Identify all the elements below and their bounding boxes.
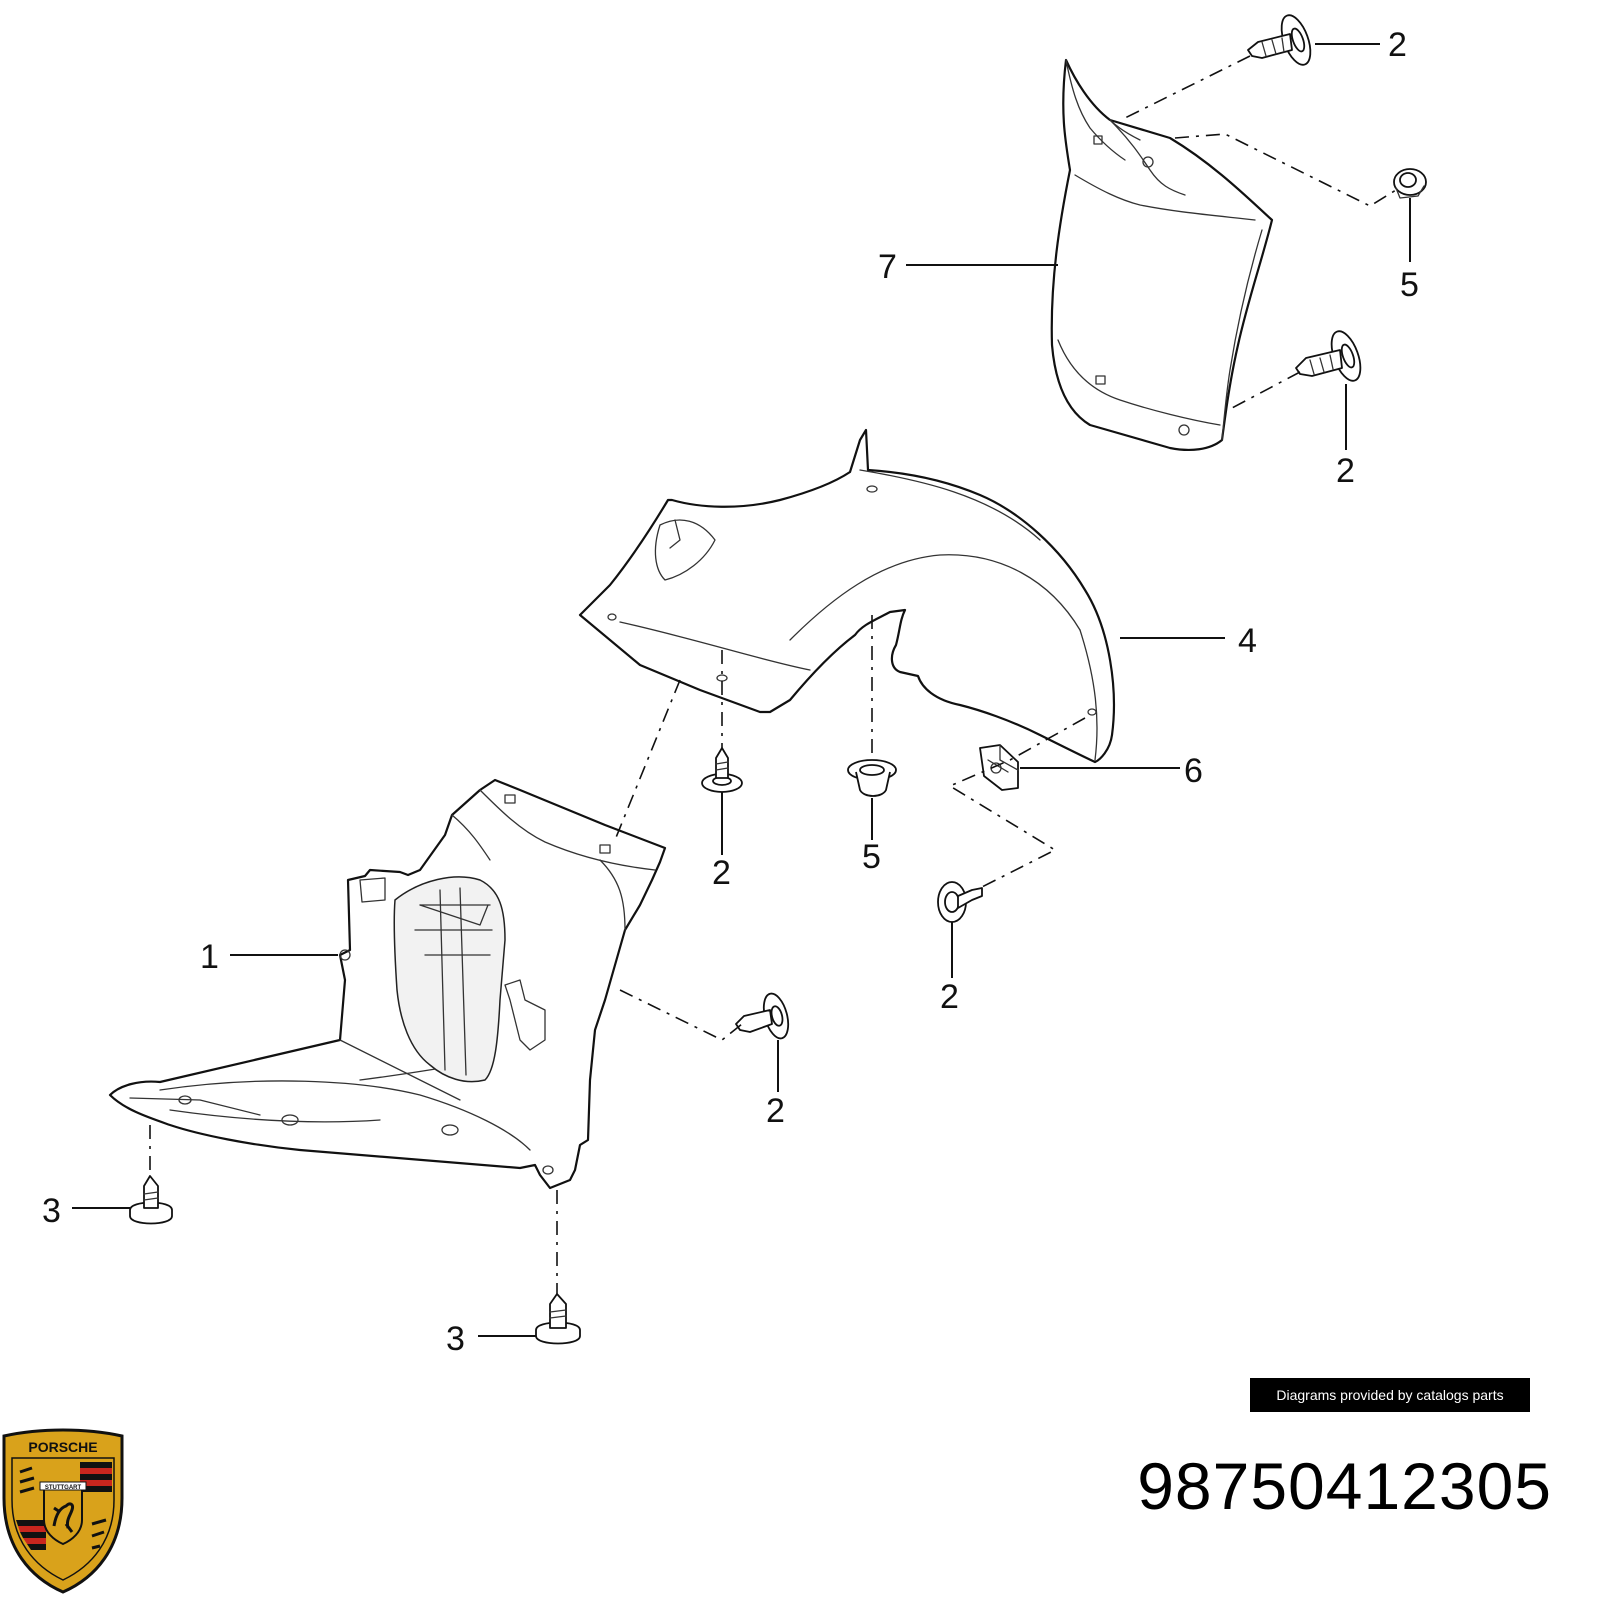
leader-lines: [72, 43, 1411, 1337]
diagram-credit-banner: Diagrams provided by catalogs parts: [1250, 1378, 1530, 1412]
assembly-lines: [149, 55, 1397, 1294]
part-1-front-liner: [108, 778, 667, 1190]
callout-1: 1: [200, 938, 219, 976]
logo-city-text: STUTTGART: [45, 1485, 82, 1491]
logo-brand-text: PORSCHE: [28, 1439, 97, 1455]
callout-2-upper-right: 2: [1336, 452, 1355, 490]
plug-icon-left: [129, 1175, 173, 1225]
callout-2-right: 2: [940, 978, 959, 1016]
screw-icon-right: [937, 881, 983, 923]
part-number: 98750412305: [1137, 1449, 1552, 1523]
callout-5-top: 5: [1400, 266, 1419, 304]
callout-5-mid: 5: [862, 838, 881, 876]
callout-4: 4: [1238, 622, 1257, 660]
screw-icon-upper-right: [1295, 330, 1362, 382]
part-4-wheel-arch-liner: [578, 428, 1115, 764]
grommet-icon-top: [1393, 168, 1427, 199]
callout-3-left: 3: [42, 1192, 61, 1230]
grommet-icon-mid: [847, 759, 897, 797]
callout-6: 6: [1184, 752, 1203, 790]
plug-icon-bottom: [535, 1293, 581, 1345]
callout-3-bottom: 3: [446, 1320, 465, 1358]
screw-icon-top: [1247, 14, 1312, 66]
callout-2-lower: 2: [766, 1092, 785, 1130]
callout-7: 7: [878, 248, 897, 286]
callout-2-top: 2: [1388, 26, 1407, 64]
clip-icon: [979, 744, 1019, 791]
callout-2-mid: 2: [712, 854, 731, 892]
screw-icon-mid: [701, 747, 743, 793]
screw-icon-lower: [735, 992, 790, 1040]
part-7-rear-liner: [1050, 58, 1274, 451]
porsche-crest-logo: STUTTGART PORSCHE: [2, 1428, 124, 1594]
callout-labels: 2 5 7 2 4 6 2 5 2 1 2 3 3: [42, 26, 1419, 1358]
